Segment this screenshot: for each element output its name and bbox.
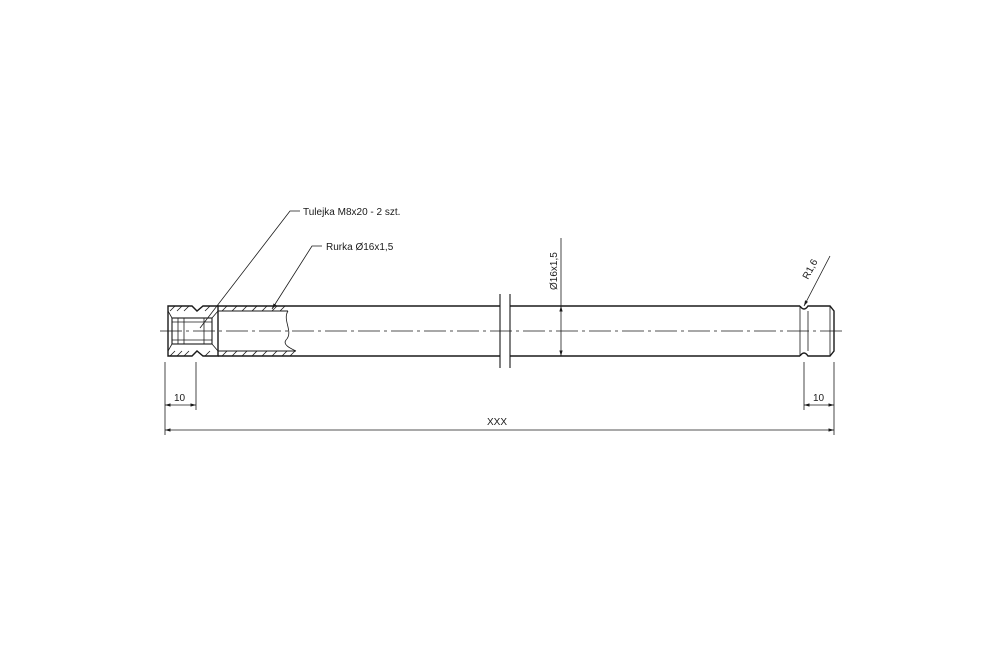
left-dim-label: 10 <box>174 393 186 404</box>
diameter-dimension: Ø16x1,5 <box>549 238 563 356</box>
tube-callout-label: Rurka Ø16x1,5 <box>326 242 394 253</box>
right-dim-label: 10 <box>813 393 825 404</box>
tube-callout: Rurka Ø16x1,5 <box>271 242 394 310</box>
insert-callout-label: Tulejka M8x20 - 2 szt. <box>303 207 400 218</box>
overall-dim-label: XXX <box>487 417 507 428</box>
overall-length-dimension: XXX <box>165 417 834 432</box>
radius-dim-label: R1,6 <box>801 257 821 281</box>
insert-callout: Tulejka M8x20 - 2 szt. <box>199 207 400 329</box>
left-length-dimension: 10 <box>164 362 197 435</box>
section-hatching <box>169 305 296 357</box>
diameter-dim-label: Ø16x1,5 <box>549 252 560 290</box>
radius-dimension: R1,6 <box>801 255 831 307</box>
right-length-dimension: 10 <box>803 362 835 435</box>
